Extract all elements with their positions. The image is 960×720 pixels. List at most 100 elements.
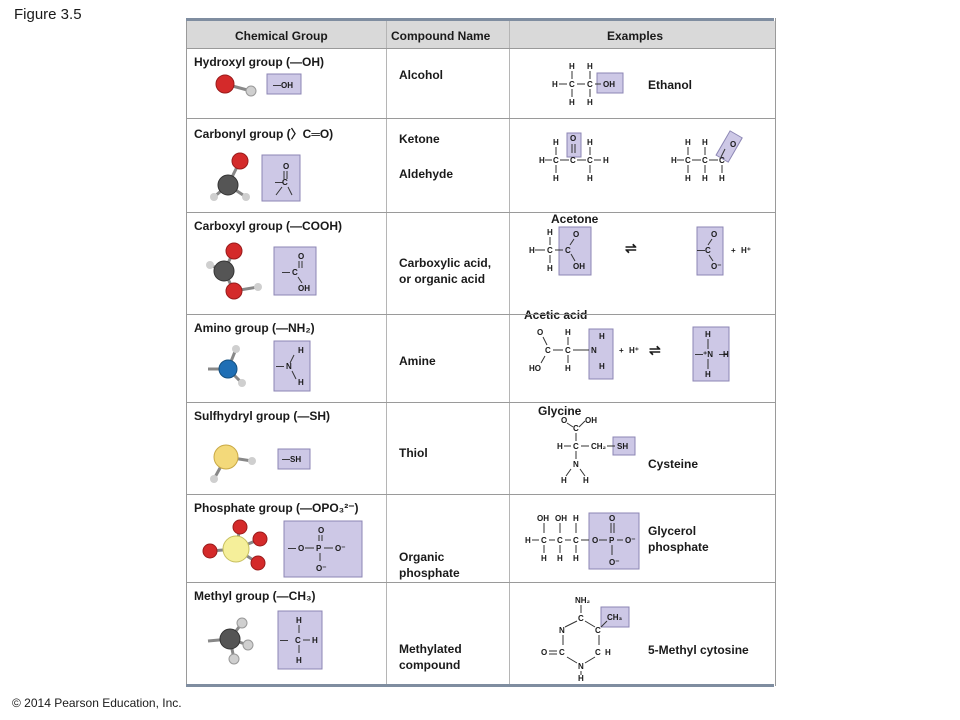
svg-text:OH: OH	[603, 80, 615, 89]
svg-text:C: C	[587, 156, 593, 165]
svg-text:O⁻: O⁻	[335, 544, 345, 553]
group-name: Amino group (—NH₂)	[194, 321, 315, 335]
group-name: Hydroxyl group (—OH)	[194, 55, 325, 69]
group-name: Carbonyl group (〉C═O)	[194, 127, 334, 141]
svg-text:H: H	[705, 330, 711, 339]
svg-text:H: H	[599, 362, 605, 371]
svg-text:O⁻: O⁻	[609, 558, 619, 567]
svg-text:H: H	[671, 156, 677, 165]
svg-text:C: C	[565, 246, 571, 255]
compound-name: Carboxylic acid, or organic acid	[399, 256, 492, 286]
table-top-rule	[186, 18, 774, 21]
svg-text:—: —	[695, 350, 703, 359]
svg-text:H: H	[603, 156, 609, 165]
svg-text:C: C	[595, 626, 601, 635]
svg-text:H: H	[578, 674, 584, 683]
svg-text:+: +	[619, 346, 624, 355]
svg-text:C: C	[719, 156, 725, 165]
svg-text:O: O	[561, 416, 567, 425]
group-name: Methyl group (—CH₃)	[194, 589, 316, 603]
svg-text:H: H	[547, 264, 553, 273]
svg-text:H: H	[599, 332, 605, 341]
header-examples: Examples	[607, 29, 664, 43]
svg-text:H: H	[587, 98, 593, 107]
hydroxyl-model-icon: —OH	[215, 73, 302, 97]
group-name: Carboxyl group (—COOH)	[194, 219, 343, 233]
svg-text:C: C	[547, 246, 553, 255]
svg-text:H: H	[702, 174, 708, 183]
copyright-notice: © 2014 Pearson Education, Inc.	[12, 696, 182, 710]
amino-model-icon: H — N H	[208, 340, 311, 392]
table-row-carboxyl: Carboxyl group (—COOH) O — C OH Carboxyl…	[187, 212, 775, 322]
svg-text:H: H	[525, 536, 531, 545]
compound-name: Thiol	[399, 446, 428, 460]
svg-text:H: H	[296, 656, 302, 665]
svg-text:H: H	[605, 648, 611, 657]
svg-text:C: C	[595, 648, 601, 657]
svg-text:HO: HO	[529, 364, 541, 373]
svg-text:—: —	[288, 544, 296, 553]
svg-text:O⁻: O⁻	[711, 262, 721, 271]
compound-name: Methylated compound	[399, 642, 462, 672]
svg-text:C: C	[705, 246, 711, 255]
svg-text:C: C	[565, 346, 571, 355]
svg-text:+: +	[731, 246, 736, 255]
svg-text:H: H	[557, 554, 563, 563]
svg-text:—: —	[276, 362, 284, 371]
acetic-acid-structure: H H C C O OH H ⇌ O — C O⁻ + H⁺	[529, 226, 751, 276]
svg-text:H⁺: H⁺	[629, 346, 639, 355]
table-row-amino: Amino group (—NH₂) H — N H Amine O C C N	[187, 314, 775, 418]
svg-text:SH: SH	[617, 442, 628, 451]
svg-text:O: O	[711, 230, 717, 239]
svg-text:C: C	[573, 442, 579, 451]
compound-name: Alcohol	[399, 68, 443, 82]
svg-text:O⁻: O⁻	[625, 536, 635, 545]
svg-text:H: H	[541, 554, 547, 563]
svg-text:O: O	[730, 140, 736, 149]
group-name: Phosphate group (—OPO₃²⁻)	[194, 501, 359, 515]
glycine-structure: O C C N H H HO HH + H⁺ ⇌ H — ⁺N — H H	[529, 326, 730, 382]
svg-text:—: —	[719, 350, 727, 359]
svg-text:H: H	[719, 174, 725, 183]
phosphate-model-icon: O — O P O⁻ O⁻	[202, 519, 363, 578]
svg-text:O: O	[609, 514, 615, 523]
svg-text:H: H	[296, 616, 302, 625]
table-header: Chemical Group Compound Name Examples	[187, 21, 775, 48]
svg-text:P: P	[609, 536, 615, 545]
table-bottom-rule	[186, 684, 774, 687]
svg-text:C: C	[570, 156, 576, 165]
hydroxyl-formula: —OH	[273, 81, 293, 90]
example-label-glycine: Glycine	[538, 404, 582, 418]
svg-text:—: —	[280, 636, 288, 645]
svg-text:C: C	[559, 648, 565, 657]
header-compound-name: Compound Name	[391, 29, 491, 43]
svg-text:H: H	[573, 554, 579, 563]
svg-text:CH₂: CH₂	[591, 442, 607, 451]
svg-text:H: H	[529, 246, 535, 255]
svg-text:—: —	[697, 246, 705, 255]
svg-text:⇌: ⇌	[649, 342, 661, 358]
svg-text:C: C	[295, 636, 301, 645]
svg-text:H: H	[565, 364, 571, 373]
svg-text:C: C	[702, 156, 708, 165]
example-label-acetic-acid: Acetic acid	[524, 308, 588, 322]
example-label-glycerol-phosphate: Glycerol phosphate	[648, 524, 709, 554]
column-divider	[386, 21, 387, 685]
svg-text:N: N	[578, 662, 584, 671]
compound-name: Organic phosphate	[399, 550, 460, 580]
svg-text:H: H	[587, 174, 593, 183]
svg-text:OH: OH	[573, 262, 585, 271]
svg-text:H: H	[561, 476, 567, 485]
svg-text:N: N	[286, 362, 292, 371]
svg-text:O: O	[573, 230, 579, 239]
svg-text:OH: OH	[537, 514, 549, 523]
group-name: Sulfhydryl group (—SH)	[194, 409, 330, 423]
svg-text:H: H	[565, 328, 571, 337]
svg-text:⁺N: ⁺N	[703, 350, 713, 359]
carbonyl-model-icon: O — C	[210, 152, 301, 202]
svg-text:H: H	[569, 98, 575, 107]
svg-text:N: N	[591, 346, 597, 355]
table-row-phosphate: Phosphate group (—OPO₃²⁻) O — O P O⁻ O⁻ …	[187, 494, 775, 583]
